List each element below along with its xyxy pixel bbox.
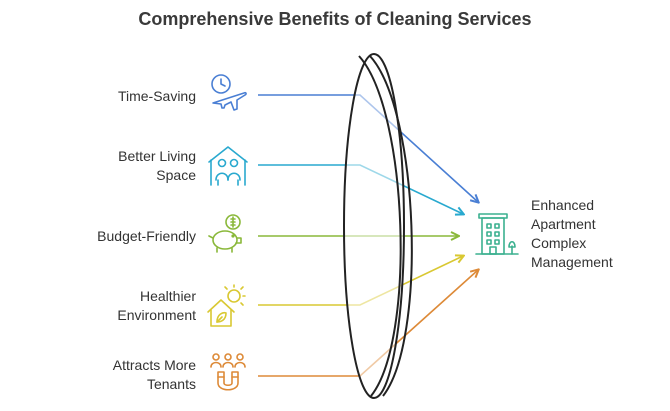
people-magnet-icon [210, 353, 246, 391]
piggy-bank-icon [208, 214, 242, 253]
benefit-label-healthier-environment: Healthier Environment [117, 288, 196, 323]
lens-shape [343, 53, 413, 399]
benefit-label-budget-friendly: Budget-Friendly [97, 228, 196, 244]
apartment-building-icon [475, 213, 519, 255]
benefit-label-time-saving: Time-Saving [117, 88, 196, 104]
target-label: Enhanced Apartment Complex Management [531, 197, 613, 270]
family-house-icon [208, 146, 248, 186]
eco-house-sun-icon [207, 284, 246, 327]
benefit-label-attracts-more-tenants: Attracts More Tenants [112, 357, 196, 392]
benefit-label-better-living-space: Better Living Space [118, 148, 196, 183]
diagram-title: Comprehensive Benefits of Cleaning Servi… [138, 9, 532, 29]
clock-airplane-icon [211, 74, 247, 111]
